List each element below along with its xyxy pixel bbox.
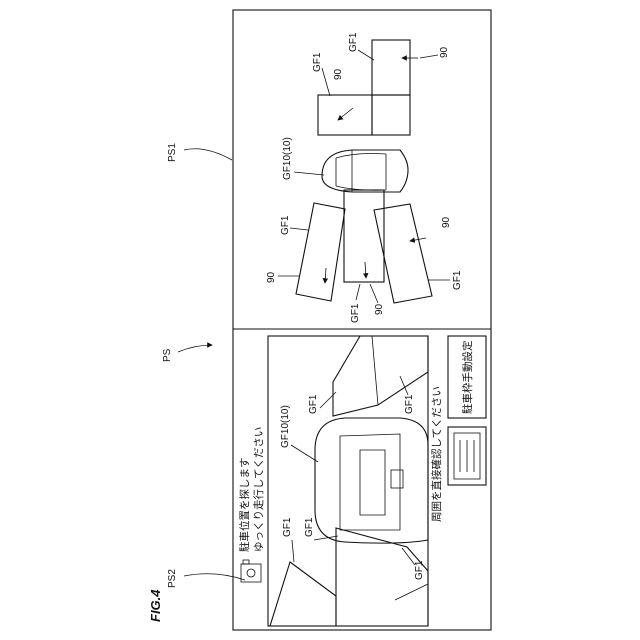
figure-caption: FIG.4 <box>148 589 163 622</box>
camera-frame-top-divider <box>372 336 378 405</box>
parking-frame-left <box>296 203 345 301</box>
own-vehicle-rear <box>315 418 428 543</box>
frame-label-gf1: GF1 <box>304 517 315 537</box>
instruction-line-1: 駐車位置を探します <box>238 458 251 553</box>
vehicle-label-camera: GF10(10) <box>280 405 291 448</box>
manual-frame-setting-button[interactable]: 駐車枠手動設定 <box>448 336 486 418</box>
space-arrow <box>365 262 366 278</box>
space-label-90: 90 <box>441 216 452 228</box>
leader <box>290 228 308 230</box>
display-screen-frame <box>233 10 491 630</box>
camera-image-frame <box>268 336 428 626</box>
frame-label-gf1: GF1 <box>350 303 361 323</box>
space-label-90: 90 <box>266 271 277 283</box>
instruction-line-2: ゆっくり走行してください <box>252 427 265 552</box>
label-ps2: PS2 <box>167 569 178 588</box>
label-ps1: PS1 <box>167 143 178 162</box>
frame-label-gf1: GF1 <box>404 394 415 414</box>
leader <box>370 284 378 303</box>
menu-button[interactable] <box>448 427 486 485</box>
parking-frame-right <box>374 204 432 303</box>
overhead-view-panel: GF1 GF1 90 90 GF10(10) GF1 90 GF1 90 90 … <box>266 32 463 323</box>
leader <box>292 540 294 562</box>
vehicle-label: GF10(10) <box>282 137 293 180</box>
frame-label-gf1: GF1 <box>414 560 425 580</box>
camera-view-panel: 駐車位置を探します ゆっくり走行してください GF10(10) GF1 GF1 … <box>238 336 486 626</box>
camera-frame-lower-left <box>270 562 336 626</box>
leader <box>356 284 360 300</box>
manual-frame-setting-label: 駐車枠手動設定 <box>461 340 474 414</box>
camera-frame-line <box>395 584 428 600</box>
frame-label-gf1: GF1 <box>452 270 463 290</box>
parking-frame-ur <box>372 95 410 135</box>
parking-frame-center <box>344 190 384 282</box>
space-arrow <box>325 268 326 283</box>
own-vehicle <box>322 150 408 192</box>
space-label-90: 90 <box>439 46 450 58</box>
leader <box>322 68 330 96</box>
space-arrow <box>338 108 353 120</box>
leader <box>402 548 415 565</box>
frame-label-gf1: GF1 <box>312 52 323 72</box>
camera-icon <box>241 560 261 582</box>
frame-label-gf1: GF1 <box>308 394 319 414</box>
leader-ps2 <box>184 574 245 580</box>
space-label-90: 90 <box>333 68 344 80</box>
leader <box>420 55 438 58</box>
frame-label-gf1: GF1 <box>280 215 291 235</box>
leader <box>294 172 324 175</box>
leader <box>320 392 336 408</box>
leader-ps <box>178 345 212 352</box>
leader-ps1 <box>184 149 232 160</box>
space-label-90: 90 <box>374 303 385 315</box>
direct-check-notice: 周囲を直接確認してください <box>430 386 443 522</box>
parking-frame-ul <box>318 95 372 135</box>
frame-label-gf1: GF1 <box>282 517 293 537</box>
label-ps: PS <box>162 348 173 362</box>
parking-frame-top <box>372 40 410 95</box>
leader <box>291 445 318 462</box>
frame-label-gf1: GF1 <box>348 32 359 52</box>
